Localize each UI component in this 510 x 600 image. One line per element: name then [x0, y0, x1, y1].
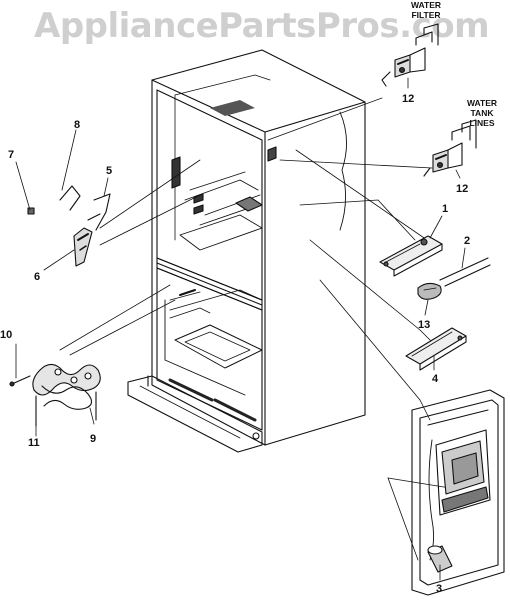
part-6-bracket-assembly	[27, 185, 111, 267]
watermark: AppliancePartsPros.com	[34, 6, 490, 46]
refrigerator-door	[411, 389, 505, 596]
part-3-connector	[427, 545, 453, 573]
caption-water-tank-line-3: LINES	[469, 118, 495, 128]
callout-13: 13	[418, 319, 431, 331]
part-2-sensor	[439, 257, 491, 287]
part-12-water-filter-valve	[381, 23, 439, 87]
leader-lines	[59, 97, 451, 561]
part-13-sensor-clip	[417, 282, 442, 300]
callout-leaders	[15, 77, 466, 581]
caption-water-filter-line-1: WATER	[410, 0, 442, 10]
callout-1: 1	[442, 203, 449, 215]
callout-11: 11	[28, 437, 40, 449]
part-1-bracket	[379, 235, 443, 277]
callout-12-top: 12	[402, 93, 415, 105]
callout-9: 9	[90, 433, 97, 445]
part-4-channel	[405, 327, 467, 371]
callout-10: 10	[0, 329, 13, 341]
callout-8: 8	[74, 119, 81, 131]
caption-water-tank-line-2: TANK	[470, 108, 494, 118]
callout-4: 4	[432, 373, 439, 385]
refrigerator-cabinet	[127, 49, 366, 453]
caption-water-filter-line-2: FILTER	[411, 10, 441, 20]
callout-5: 5	[106, 165, 113, 177]
part-9-heater-coil	[9, 363, 101, 427]
callout-6: 6	[34, 271, 41, 283]
caption-water-tank-line-1: WATER	[466, 98, 498, 108]
callout-7: 7	[8, 149, 15, 161]
callout-2: 2	[464, 235, 471, 247]
callout-3: 3	[436, 583, 443, 595]
callout-12-second: 12	[456, 183, 469, 195]
caption-water-filter: WATER FILTER	[404, 0, 448, 20]
part-12-water-tank-valve	[423, 119, 477, 177]
caption-water-tank-lines: WATER TANK LINES	[460, 98, 504, 128]
